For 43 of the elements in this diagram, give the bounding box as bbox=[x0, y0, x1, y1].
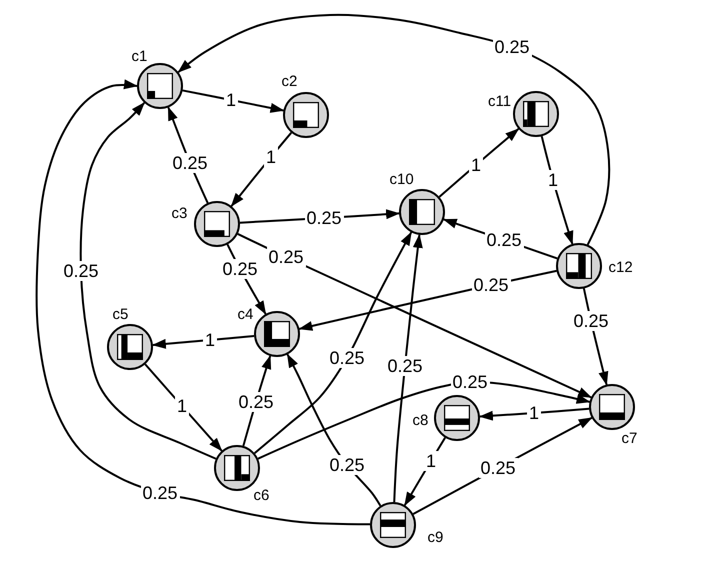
edge-label: 0.25 bbox=[492, 37, 532, 57]
edge-label: 0.25 bbox=[170, 153, 210, 173]
node-label: c8 bbox=[412, 413, 428, 428]
node-label: c10 bbox=[390, 172, 414, 187]
arrow bbox=[80, 102, 216, 460]
edge-label: 0.25 bbox=[572, 311, 611, 331]
arrow bbox=[258, 380, 591, 460]
edge-label: 0.25 bbox=[220, 259, 260, 279]
node-label: c3 bbox=[172, 206, 188, 221]
arrow bbox=[182, 89, 284, 113]
node-label: c5 bbox=[112, 307, 128, 322]
arrow bbox=[478, 408, 590, 421]
edge-label: 1 bbox=[424, 451, 438, 471]
edge-label: 0.25 bbox=[484, 230, 524, 250]
arrow bbox=[393, 234, 423, 502]
node-label: c9 bbox=[428, 530, 444, 545]
edge-label: 1 bbox=[175, 396, 190, 416]
node-label: c2 bbox=[282, 74, 298, 89]
node-label: c4 bbox=[238, 307, 254, 322]
arrow bbox=[540, 136, 574, 245]
node-label: c1 bbox=[132, 49, 148, 64]
arrow bbox=[404, 437, 446, 506]
edge-label: 0.25 bbox=[328, 455, 367, 475]
arrow bbox=[152, 335, 254, 349]
edge-label: 0.25 bbox=[62, 261, 101, 281]
node-label: c12 bbox=[608, 260, 633, 275]
edge-label: 1 bbox=[264, 147, 278, 167]
edge-label: 0.25 bbox=[386, 356, 425, 376]
node-label: c6 bbox=[254, 488, 270, 503]
edge-label: 0.25 bbox=[328, 348, 367, 368]
edge-label: 0.25 bbox=[478, 458, 518, 478]
edge-label: 0.25 bbox=[266, 247, 306, 267]
node-label: c11 bbox=[488, 94, 512, 109]
arrow bbox=[438, 128, 520, 198]
edge-label: 0.25 bbox=[236, 392, 276, 412]
arrow bbox=[230, 132, 292, 207]
arrow bbox=[237, 233, 592, 398]
edge-label: 1 bbox=[546, 170, 560, 190]
arrow bbox=[178, 14, 610, 246]
edge-label: 1 bbox=[469, 155, 484, 175]
arrow bbox=[254, 231, 412, 454]
arrow bbox=[36, 79, 370, 526]
node-label: c7 bbox=[622, 431, 638, 446]
